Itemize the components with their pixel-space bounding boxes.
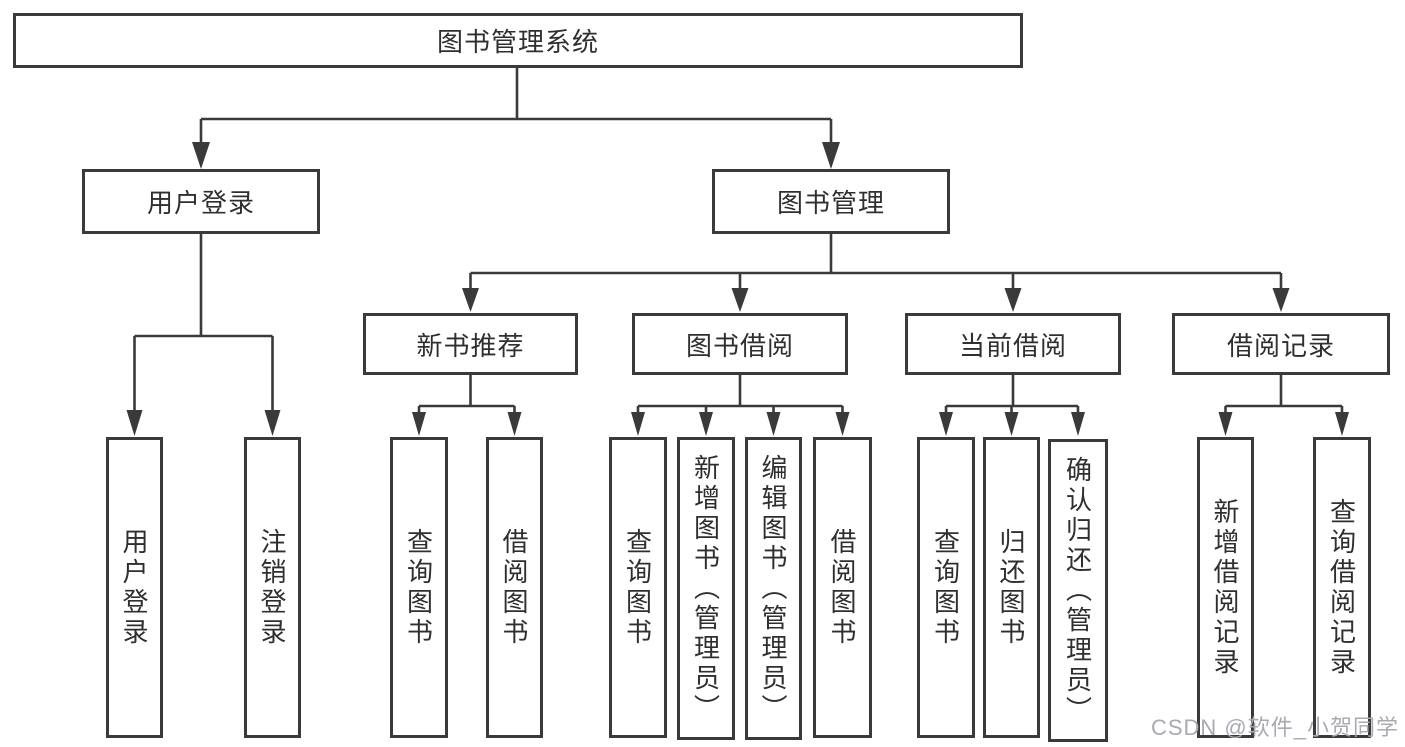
leaf-add-book-admin: 新增图书（管理员） [677,437,735,740]
node-current-borrow: 当前借阅 [905,313,1121,375]
leaf-edit-book-admin: 编辑图书（管理员） [745,437,802,740]
connector-user-login-to-leaves [126,234,281,436]
leaf-confirm-return-admin-label: 确认归还（管理员） [1062,455,1093,726]
node-book-management: 图书管理 [712,169,950,234]
node-user-login: 用户登录 [82,169,320,234]
leaf-query-book-2-label: 查询图书 [622,527,653,648]
node-book-borrow: 图书借阅 [632,313,848,375]
leaf-borrow-book-1: 借阅图书 [486,437,543,738]
leaf-query-book-3: 查询图书 [917,437,975,738]
leaf-borrow-book-1-label: 借阅图书 [499,527,529,648]
leaf-edit-book-admin-label: 编辑图书（管理员） [758,453,788,724]
leaf-return-book-label: 归还图书 [996,527,1026,648]
leaf-query-book-3-label: 查询图书 [930,527,961,648]
connector-borrow-record-to-leaves [1218,375,1349,436]
connector-current-borrow-to-leaves [939,375,1085,436]
leaf-logout-label: 注销登录 [257,527,287,648]
connector-new-book-recommend-to-leaves [412,375,522,436]
leaf-logout: 注销登录 [244,437,301,738]
node-root-system: 图书管理系统 [13,13,1023,68]
leaf-query-book-1: 查询图书 [390,437,448,738]
leaf-query-borrow-record-label: 查询借阅记录 [1326,497,1357,678]
leaf-borrow-book-2: 借阅图书 [813,437,872,738]
leaf-borrow-book-2-label: 借阅图书 [827,527,857,648]
leaf-return-book: 归还图书 [983,437,1040,738]
connector-book-borrow-to-leaves [631,375,850,436]
leaf-query-book-2: 查询图书 [609,437,667,738]
leaf-add-borrow-record-label: 新增借阅记录 [1210,497,1240,678]
connector-book-management-to-level3 [462,234,1290,312]
node-borrow-record: 借阅记录 [1172,313,1390,375]
leaf-query-borrow-record: 查询借阅记录 [1313,437,1371,738]
leaf-add-book-admin-label: 新增图书（管理员） [690,453,721,724]
csdn-watermark: CSDN @软件_小贺同学 [1150,715,1399,740]
connector-root-to-level2 [192,68,840,169]
node-new-book-recommend: 新书推荐 [363,313,578,375]
leaf-query-book-1-label: 查询图书 [403,527,434,648]
leaf-user-login: 用户登录 [106,437,163,738]
leaf-add-borrow-record: 新增借阅记录 [1197,437,1254,738]
leaf-user-login-label: 用户登录 [119,527,149,648]
leaf-confirm-return-admin: 确认归还（管理员） [1048,439,1108,742]
